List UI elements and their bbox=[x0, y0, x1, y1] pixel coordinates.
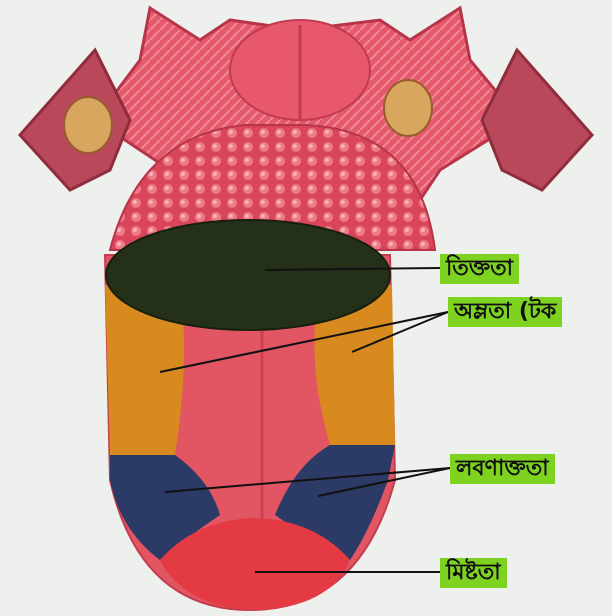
left-tonsil bbox=[20, 50, 130, 190]
label-sour: অম্লতা (টক bbox=[448, 297, 562, 327]
label-sweet: মিষ্টতা bbox=[440, 558, 507, 588]
label-bitter: তিক্ততা bbox=[440, 254, 519, 284]
bitter-zone bbox=[106, 220, 390, 330]
label-salty: লবণাক্ততা bbox=[450, 454, 555, 484]
